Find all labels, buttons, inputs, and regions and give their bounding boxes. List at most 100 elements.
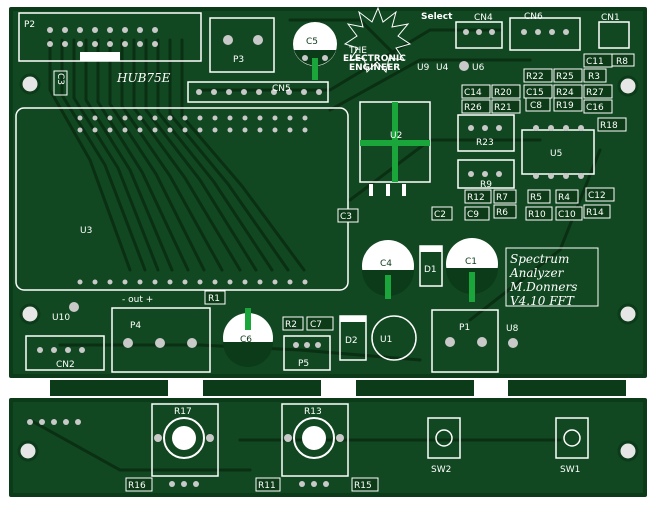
title-line-4: V4.10 FFT [510,294,575,308]
label-c6: C6 [240,335,252,345]
p5-body [283,335,331,371]
svg-text:R12: R12 [467,193,485,203]
r13-pins [299,481,329,487]
p4-pad-1 [123,338,133,348]
u5-pins [533,125,584,179]
cn6-pins [521,29,569,35]
label-u2: U2 [390,131,402,141]
label-c2: C2 [434,210,446,220]
title-line-1: Spectrum [510,252,569,266]
u1-body [371,315,417,361]
sw1-body [555,417,589,459]
label-sw2: SW2 [431,465,451,475]
svg-text:R6: R6 [496,208,508,218]
svg-text:C14: C14 [464,88,482,98]
c4-trace [385,275,391,299]
label-c4: C4 [380,259,392,269]
cn2-body [25,335,105,371]
label-cn6: CN6 [524,12,543,22]
r17-pad-l [154,434,162,442]
p2-header [18,12,202,62]
cn5-body [187,81,329,103]
svg-text:C10: C10 [558,210,576,220]
label-c7: C7 [310,320,322,330]
svg-text:R18: R18 [600,121,618,131]
cn1-body [598,21,630,49]
label-p5: P5 [298,359,309,369]
label-r17: R17 [174,407,192,417]
d2-band [340,316,366,322]
label-u10: U10 [52,313,70,323]
sw2-body [427,417,461,459]
select-label: Select [421,12,453,22]
c2-box [431,206,453,221]
label-p2: P2 [24,20,35,30]
r16-box [125,477,153,492]
p3-pad-1 [223,35,233,45]
label-r16: R16 [128,481,146,491]
label-p4: P4 [130,321,141,331]
label-u9: U9 [417,63,430,73]
r13-body [281,403,349,477]
u6-pad [459,61,469,71]
c3-box [337,208,359,223]
label-r13: R13 [304,407,322,417]
label-d1: D1 [424,265,437,275]
svg-text:R3: R3 [588,72,600,82]
label-r23: R23 [476,138,494,148]
r15-box [351,477,379,492]
d1-band [420,246,442,252]
r17-body [151,403,219,477]
cn6-body [509,17,581,51]
r2-box [282,316,304,331]
label-u8: U8 [506,324,519,334]
label-c3: C3 [340,212,352,222]
svg-text:C16: C16 [586,103,604,113]
c5-band [294,50,336,66]
sw1-button [563,429,581,447]
c6-band [223,342,273,367]
logo-line-3: ENGINEER [349,63,400,73]
svg-text:R14: R14 [586,208,604,218]
u3-top-pins [77,115,308,133]
p3-pad-2 [253,35,263,45]
r-cluster-a: R22 R25 R3 C14 R20 C15 R24 R27 R26 R21 C… [461,68,627,132]
c1-trace [469,272,475,302]
r17-knob [163,417,205,459]
label-c5: C5 [306,37,318,47]
label-cn5: CN5 [272,84,291,94]
r9-pins [468,171,502,177]
hub75e-label: HUB75E [116,71,171,85]
u5-body [521,129,595,175]
p4-pad-2 [155,338,165,348]
label-cn4: CN4 [474,13,493,23]
svg-text:C12: C12 [588,191,606,201]
label-r2: R2 [285,320,297,330]
label-r11: R11 [258,481,276,491]
r13-knob-center [302,426,326,450]
r9-body [457,159,515,189]
label-c3-top: C3 [55,73,65,85]
label-cn2: CN2 [56,360,75,370]
label-u6: U6 [472,63,485,73]
u2-leads [369,184,406,196]
logo-line-1: THE [348,46,367,56]
label-r8: R8 [616,57,628,67]
label-r1: R1 [208,294,220,304]
label-p1: P1 [459,323,470,333]
title-block-frame [505,247,599,307]
cn4-pins [463,29,495,35]
title-line-3: M.Donners [509,280,577,294]
breakaway-strip [9,382,647,396]
copper-pour-control [13,402,643,493]
label-sw1: SW1 [560,465,580,475]
r17-pad-r [206,434,214,442]
sw2-button [435,429,453,447]
c5-pad-1 [302,55,308,61]
label-u1: U1 [380,335,392,345]
label-u5: U5 [550,149,562,159]
logo: THE ELECTRONIC ENGINEER [343,6,412,74]
svg-text:R7: R7 [496,193,508,203]
svg-text:R5: R5 [530,193,542,203]
